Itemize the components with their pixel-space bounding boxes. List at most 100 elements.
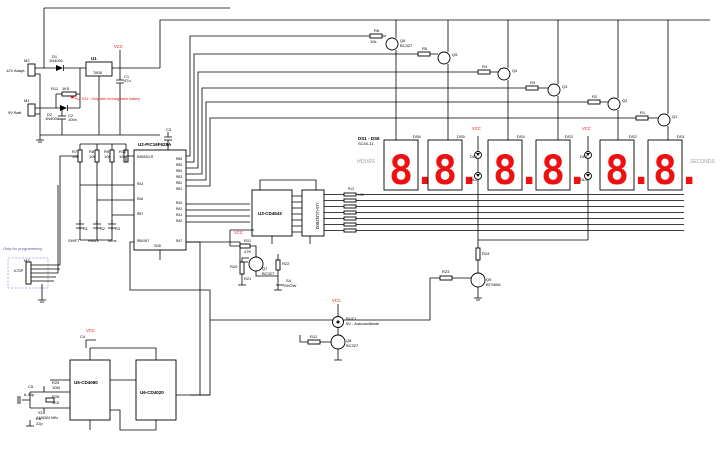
r2-ref: R2 [592,94,598,99]
ds2-digit: 8. [605,148,653,194]
m2-ref: M2 [24,58,30,63]
ds4-digit: 8. [493,148,541,194]
ds1-digit: 8. [653,148,701,194]
q1-ref: Q1 [672,114,678,119]
ds1-ref: DS1 [677,134,686,139]
mcu-pin-ra4: RA4 [137,182,143,186]
r22-ref: R22 [282,261,290,266]
icsp-connector [25,261,32,285]
dl4-ref: DL4 [580,177,588,182]
r6-ref: R6 [374,28,380,33]
q9-part: BTS608 [486,282,501,287]
r25-val: 10M [52,385,60,390]
mcu-pin-ra1: RA1 [176,213,182,217]
m2-label: 12V Adapt. [6,68,26,73]
ds4-ref: DS4 [517,134,526,139]
osc-u5 [69,359,111,421]
mcu-pin-ra0: RA0 [176,219,182,223]
driver-u4 [301,189,325,237]
q7-ref: Q7 [262,266,268,271]
dl1-ref: DL1 [470,154,478,159]
d2-part: 1N4001 [45,116,60,121]
c5-ref: C5 [28,384,34,389]
seconds-label: SECONDS [690,159,715,165]
mcu-gnd: GND [154,244,162,248]
mcu-ref: U2-PIC16F628A [138,142,172,147]
r3-ref: R3 [530,80,536,85]
vcc-led1: VCC [472,126,481,131]
connector-m2 [27,63,36,77]
q5-ref: Q5 [452,52,458,57]
diode-d2 [60,105,68,111]
ds5-digit: 8. [433,148,481,194]
r11-val: 1K5 [62,86,70,91]
r21-ref: R21 [244,276,252,281]
buzzer-label: 5V - Autooscillante [346,321,380,326]
r10-val: 10k [119,154,125,159]
osc-ref: U5-CD4060 [74,380,98,385]
r26-val: 1K5 [52,400,60,405]
q4-ref: Q4 [512,68,518,73]
s1-ref: S1 [83,226,89,231]
q8-ref: Q8 [346,338,352,343]
digit-ds1: 8. [647,139,701,194]
digit-ds5: 8. [427,139,481,194]
seg-res-val: 1K5 [358,193,364,197]
mcu-pin-rb4: RB4 [176,169,182,173]
driver-ref: U4-ULN2003 [315,203,320,230]
segment-bus [356,194,684,231]
icsp-label: ICSP [14,268,24,273]
timebase-section: U5-CD4060 U6-CD4020 [17,339,210,431]
q3-ref: Q3 [562,84,568,89]
div-ref: U6-CD4020 [140,390,164,395]
ds5-ref: DS5 [457,134,466,139]
ds3-ref: DS3 [565,134,574,139]
r4-ref: R4 [482,64,488,69]
div-u6 [135,359,177,421]
s4-label: SHOW [284,283,297,288]
d1-ref: D1 [52,54,58,59]
switch-s1 [76,220,84,240]
q9-ref: Q9 [486,277,492,282]
mcu-pin-rb0: RB0/INT [137,239,149,243]
battery-note: R11 : Only with rechargeable battery [82,97,140,101]
mcu-section: U2-PIC16F628A RA5/MCLR RA4 RA6 RB7 RB0/I… [3,127,187,303]
decoder-ref: U3-CD4543 [258,211,282,216]
mcu-pin-rb7: RB7 [137,212,143,216]
r11-ref: R11 [51,86,59,91]
power-section: M2 12V Adapt. M1 9V Batt. D1 1N4001 D2 1… [6,44,160,143]
diode-d1 [56,65,64,71]
colon-leds [474,136,592,241]
icsp-ref: M3 [24,258,30,263]
c5-val: 6-30p [24,392,35,397]
digit-ds2: 8. [599,139,653,194]
s3-ref: S3 [115,226,121,231]
r8-ref: R8 [89,149,95,154]
c3-ref: C3 [166,127,172,132]
c1-ref: C1 [124,74,130,79]
r7-ref: R7 [72,149,78,154]
c6-ref: C6 [36,416,42,421]
s1-label: SHIFT [68,238,80,243]
s4-ref: S4 [286,278,292,283]
hours-label: HOURS [357,159,376,165]
mcu-pin-rb2: RB2 [176,181,182,185]
q6-ref: Q6 [400,38,406,43]
r11b-val: 47K [244,249,251,254]
q8-part: BC327 [346,343,359,348]
r25-ref: R25 [52,380,60,385]
s2-label: Hours [88,238,99,243]
r23-ref: R23 [442,269,450,274]
mcu-pin-rb6: RB6 [176,157,182,161]
c2-val: 100n [68,117,77,122]
r11b-ref: R11 [244,238,252,243]
r7-val: 10k [72,154,78,159]
r1-ref: R1 [640,110,646,115]
r5-ref: R5 [422,46,428,51]
resistor-r11 [61,91,77,97]
digit-ds4: 8. [487,139,541,194]
mcu-pin-rb1: RB1 [176,187,182,191]
q6-part: BC327 [400,43,413,48]
r20-ref: R20 [230,264,238,269]
